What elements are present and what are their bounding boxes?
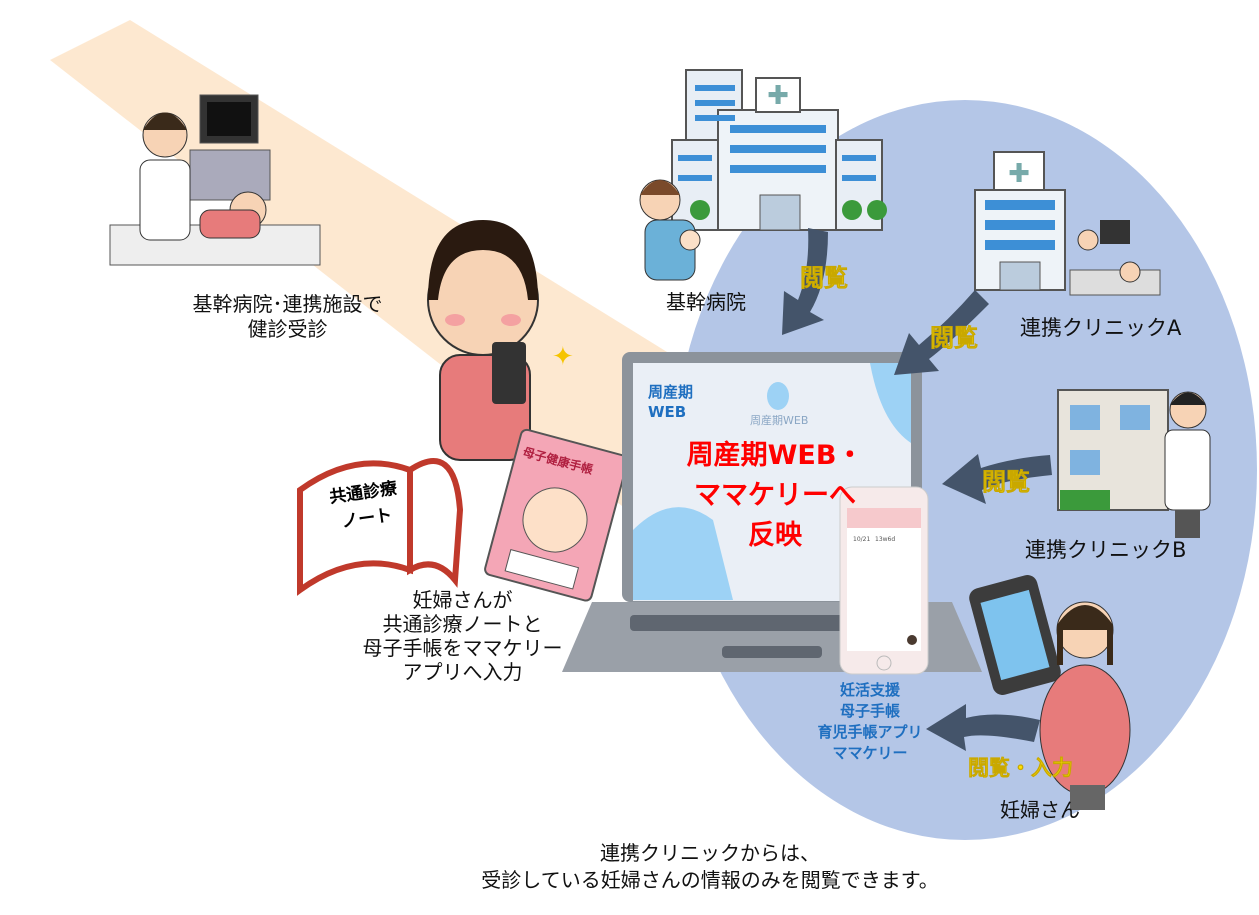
label-line: 連携クリニックからは、: [600, 841, 820, 865]
label-line: ママケリーへ: [694, 480, 856, 511]
label-line: 育児手帳アプリ: [817, 723, 923, 741]
svg-text:✚: ✚: [1008, 159, 1030, 189]
label-line: アプリへ入力: [402, 660, 523, 684]
label-line: 受診している妊婦さんの情報のみを閲覧できます。: [481, 868, 939, 892]
pregnant-label: 妊婦さん: [1000, 798, 1080, 822]
screen-title: 周産期 WEB: [648, 382, 693, 422]
view-label-clinic-a: 閲覧: [930, 324, 979, 353]
footer-note: 連携クリニックからは、 受診している妊婦さんの情報のみを閲覧できます。: [380, 840, 1040, 894]
label-line: 反映: [748, 520, 802, 551]
label-line: 母子手帳をママケリー: [362, 636, 563, 660]
label-line: WEB: [648, 403, 687, 421]
arrow-from-clinic-a: [894, 290, 989, 375]
label-line: 妊活支援: [839, 681, 900, 699]
core-hospital-illustration: ✚: [639, 69, 887, 281]
arrow-from-clinic-b: [942, 454, 1052, 504]
arrows: [782, 228, 1052, 751]
label-line: 周産期WEB・: [686, 440, 864, 471]
mch-handbook-illustration: [484, 428, 629, 602]
ultrasound-exam-illustration: [109, 94, 321, 266]
input-note-label: 妊婦さんが 共通診療ノートと 母子手帳をママケリー アプリへ入力: [345, 588, 580, 684]
arrow-from-core-hospital: [782, 228, 828, 335]
pregnant-woman-illustration: [969, 575, 1131, 810]
view-label-clinic-b: 閲覧: [982, 468, 1031, 497]
svg-text:✦: ✦: [552, 342, 574, 372]
smartphone-app-illustration: 10/21 13w6d: [839, 486, 929, 675]
arrow-from-pregnant: [926, 704, 1040, 751]
core-checkup-label: 基幹病院･連携施設で 健診受診: [180, 292, 395, 342]
label-line: 周産期: [648, 383, 694, 401]
reflect-label: 周産期WEB・ ママケリーへ 反映: [660, 436, 890, 556]
label-line: 母子手帳: [839, 702, 900, 720]
core-hospital-label: 基幹病院: [666, 290, 746, 314]
phone-date: 10/21: [853, 536, 870, 543]
clinic-a-label: 連携クリニックA: [1020, 316, 1182, 340]
label-line: 妊婦さんが: [412, 588, 513, 612]
label-line: 共通診療ノートと: [382, 612, 543, 636]
label-line: 基幹病院･連携施設で: [192, 292, 383, 316]
woman-with-phone-illustration: ✦: [427, 220, 574, 461]
screen-logo-text: 周産期WEB: [750, 414, 809, 427]
svg-text:✚: ✚: [767, 81, 789, 111]
clinic-b-label: 連携クリニックB: [1025, 538, 1187, 562]
clinic-a-illustration: ✚: [974, 151, 1161, 296]
view-label-core: 閲覧: [800, 264, 849, 293]
view-input-label: 閲覧・入力: [968, 756, 1074, 781]
clinic-b-illustration: [1057, 389, 1211, 538]
app-description: 妊活支援 母子手帳 育児手帳アプリ ママケリー: [795, 680, 945, 764]
phone-week: 13w6d: [875, 536, 895, 543]
label-line: ママケリー: [832, 744, 908, 762]
common-note-book-illustration: [297, 458, 464, 596]
label-line: 健診受診: [247, 317, 328, 341]
